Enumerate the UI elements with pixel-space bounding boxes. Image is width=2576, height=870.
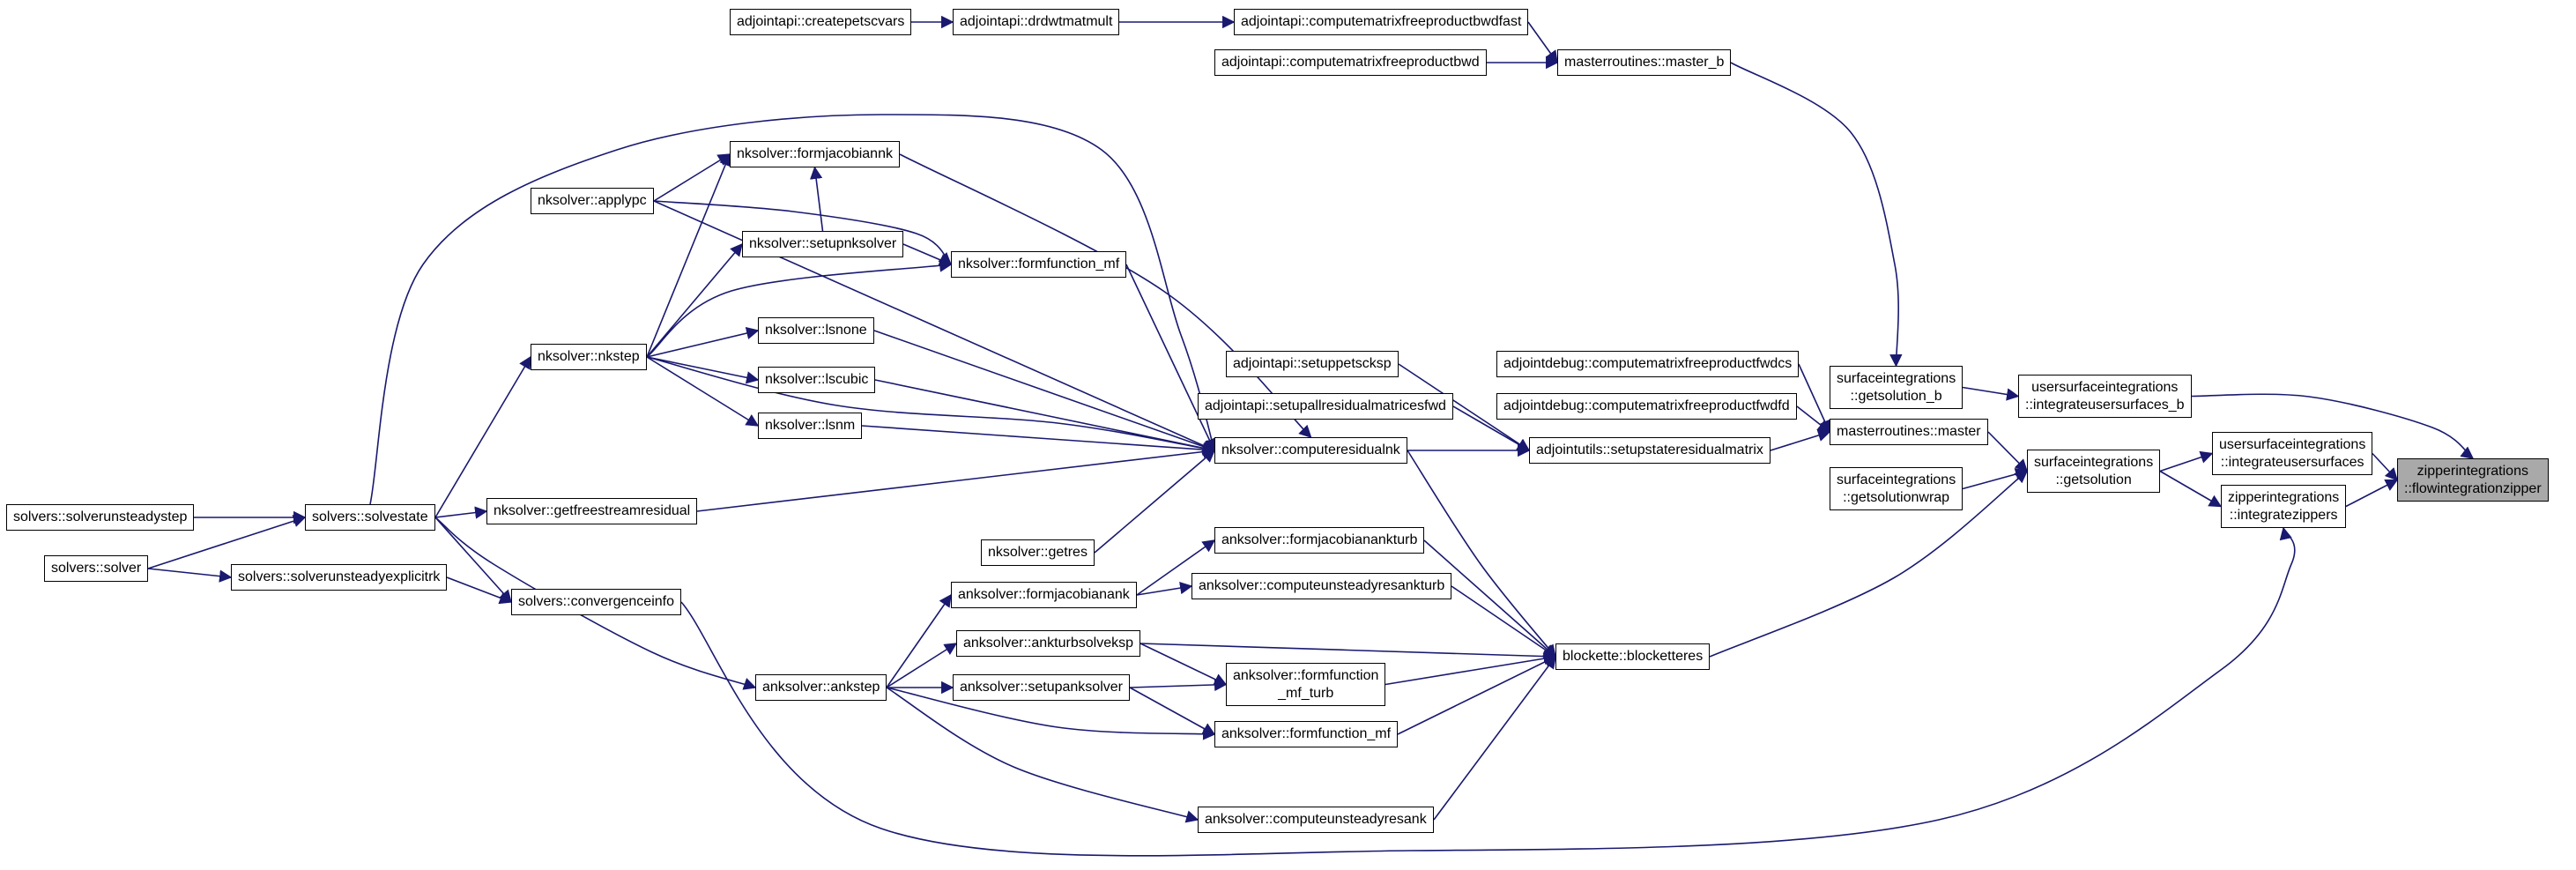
graph-node-affmturb[interactable]: anksolver::formfunction _mf_turb [1226, 663, 1386, 707]
graph-node-drdwt[interactable]: adjointapi::drdwtmatmult [953, 9, 1120, 35]
call-edge-nkstep-to-fjnk [646, 152, 731, 358]
call-edge-fja-to-fjaturb [1136, 539, 1216, 596]
call-edge-ankstep-to-fja [886, 593, 952, 688]
call-edge-ankstep-to-aturbksp [886, 643, 958, 688]
call-edge-cuaturb-to-bres [1451, 585, 1557, 658]
call-edge-sstate-to-crnk [369, 114, 1218, 505]
call-edge-nkstep-to-lscubic [646, 356, 760, 384]
graph-node-cpv[interactable]: adjointapi::createpetscvars [730, 9, 912, 35]
graph-node-solver[interactable]: solvers::solver [44, 555, 149, 582]
call-edge-ius-to-fiz [2372, 452, 2398, 481]
graph-node-gfsr[interactable]: nksolver::getfreestreamresidual [486, 498, 698, 524]
call-edge-gfsr-to-crnk [696, 445, 1216, 512]
call-edge-nkstep-to-lsnone [646, 326, 760, 358]
graph-node-gsolwrap[interactable]: surfaceintegrations ::getsolutionwrap [1830, 467, 1964, 511]
graph-node-ffmf[interactable]: nksolver::formfunction_mf [951, 251, 1127, 278]
call-edge-bwdfast-to-master_b [1527, 21, 1558, 64]
graph-node-bwdfast[interactable]: adjointapi::computematrixfreeproductbwdf… [1234, 9, 1529, 35]
call-edge-gsol-to-ius [2159, 450, 2214, 472]
graph-node-spksp[interactable]: adjointapi::setuppetscksp [1226, 351, 1399, 377]
graph-node-affm[interactable]: anksolver::formfunction_mf [1214, 721, 1399, 747]
graph-node-setupank[interactable]: anksolver::setupanksolver [953, 674, 1130, 701]
call-edge-ankstep-to-affm [886, 687, 1216, 740]
graph-node-bwd[interactable]: adjointapi::computematrixfreeproductbwd [1214, 49, 1487, 76]
graph-node-sarmf[interactable]: adjointapi::setupallresidualmatricesfwd [1198, 393, 1453, 420]
call-edge-suexrk-to-cinfo [446, 576, 513, 605]
graph-node-applypc[interactable]: nksolver::applypc [531, 188, 654, 214]
graph-node-master_b[interactable]: masterroutines::master_b [1557, 49, 1732, 76]
graph-node-master[interactable]: masterroutines::master [1830, 419, 1988, 445]
graph-node-gsol_b[interactable]: surfaceintegrations ::getsolution_b [1830, 366, 1964, 410]
call-edge-ssrm-to-master [1770, 429, 1831, 451]
call-edge-applypc-to-fjnk [653, 153, 731, 202]
call-edge-iusb-to-fiz [2191, 393, 2475, 459]
call-edge-cinfo-to-izip [680, 526, 2296, 857]
graph-node-ius[interactable]: usersurfaceintegrations ::integrateusers… [2212, 432, 2373, 476]
call-edge-curank-to-bres [1433, 655, 1556, 821]
graph-node-sus[interactable]: solvers::solverunsteadystep [6, 504, 195, 531]
call-edge-fja-to-cuaturb [1136, 581, 1193, 596]
call-edge-ffmf-to-crnk [1125, 264, 1215, 452]
call-edge-master_b-to-gsol_b [1730, 62, 1903, 368]
call-edge-master-to-gsol [1987, 431, 2029, 472]
call-edge-lsnone-to-crnk [873, 330, 1216, 453]
graph-node-fwdcs[interactable]: adjointdebug::computematrixfreeproductfw… [1496, 351, 1800, 377]
call-edge-setupnk-to-ffmf [902, 243, 953, 266]
call-edge-nkstep-to-setupnk [646, 242, 743, 358]
call-edge-sstate-to-gfsr [434, 506, 488, 519]
graph-node-sstate[interactable]: solvers::solvestate [305, 504, 435, 531]
call-edge-applypc-to-ffmf [653, 200, 953, 265]
graph-node-cuaturb[interactable]: anksolver::computeunsteadyresankturb [1191, 573, 1452, 599]
call-edge-fwdcs-to-master [1798, 363, 1831, 434]
call-edge-aturbksp-to-bres [1140, 643, 1557, 663]
graph-node-lsnone[interactable]: nksolver::lsnone [758, 317, 874, 344]
graph-node-fjaturb[interactable]: anksolver::formjacobianankturb [1214, 527, 1425, 554]
graph-node-fja[interactable]: anksolver::formjacobianank [951, 582, 1137, 608]
graph-node-fwdfd[interactable]: adjointdebug::computematrixfreeproductfw… [1496, 393, 1797, 420]
call-edge-lsnm-to-crnk [861, 425, 1216, 457]
call-edge-izip-to-fiz [2345, 479, 2399, 508]
call-edge-sstate-to-ankstep [434, 517, 757, 690]
call-edge-aturbksp-to-affmturb [1140, 643, 1228, 686]
call-edge-lscubic-to-crnk [874, 379, 1216, 455]
graph-node-cinfo[interactable]: solvers::convergenceinfo [511, 589, 681, 615]
call-edge-setupank-to-affm [1129, 687, 1216, 735]
call-edge-gsol_b-to-iusb [1962, 386, 2020, 401]
graph-node-lscubic[interactable]: nksolver::lscubic [758, 367, 876, 393]
graph-node-gsol[interactable]: surfaceintegrations ::getsolution [2027, 450, 2161, 494]
call-edge-nkstep-to-ffmf [646, 259, 953, 358]
graph-node-bres[interactable]: blockette::blocketteres [1555, 643, 1711, 670]
graph-node-curank[interactable]: anksolver::computeunsteadyresank [1198, 807, 1434, 833]
call-edge-setupnk-to-fjnk [809, 166, 824, 232]
call-edge-nkstep-to-lsnm [646, 356, 760, 427]
call-edge-ankstep-to-curank [886, 687, 1199, 823]
graph-node-nkstep[interactable]: nksolver::nkstep [531, 344, 647, 370]
call-edge-bres-to-gsol [1709, 470, 2029, 658]
graph-node-ankstep[interactable]: anksolver::ankstep [755, 674, 887, 701]
call-edge-sstate-to-nkstep [434, 355, 531, 518]
graph-node-fiz: zipperintegrations ::flowintegrationzipp… [2397, 458, 2549, 502]
graph-node-fjnk[interactable]: nksolver::formjacobiannk [730, 141, 900, 167]
call-edge-solver-to-suexrk [147, 568, 233, 583]
call-edge-applypc-to-crnk [653, 200, 1216, 452]
graph-node-izip[interactable]: zipperintegrations ::integratezippers [2221, 485, 2347, 529]
call-edge-solver-to-sstate [147, 515, 307, 569]
call-edge-nkstep-to-crnk [646, 356, 1216, 455]
call-edge-fwdfd-to-master [1796, 405, 1831, 433]
call-edge-getres-to-crnk [1094, 450, 1216, 554]
call-edge-gsol-to-izip [2159, 470, 2223, 508]
graph-node-ssrm[interactable]: adjointutils::setupstateresidualmatrix [1529, 437, 1771, 464]
call-edge-setupank-to-affmturb [1129, 678, 1228, 692]
graph-node-aturbksp[interactable]: anksolver::ankturbsolveksp [956, 630, 1140, 657]
graph-node-lsnm[interactable]: nksolver::lsnm [758, 413, 863, 439]
graph-node-getres[interactable]: nksolver::getres [981, 539, 1095, 566]
graph-node-crnk[interactable]: nksolver::computeresidualnk [1214, 437, 1407, 464]
graph-node-iusb[interactable]: usersurfaceintegrations ::integrateusers… [2018, 375, 2192, 419]
graph-node-setupnk[interactable]: nksolver::setupnksolver [742, 231, 904, 257]
call-edge-crnk-to-bres [1407, 450, 1556, 658]
graph-node-suexrk[interactable]: solvers::solverunsteadyexplicitrk [231, 564, 448, 591]
call-edge-affmturb-to-bres [1385, 651, 1557, 686]
call-edge-affm-to-bres [1397, 656, 1557, 735]
